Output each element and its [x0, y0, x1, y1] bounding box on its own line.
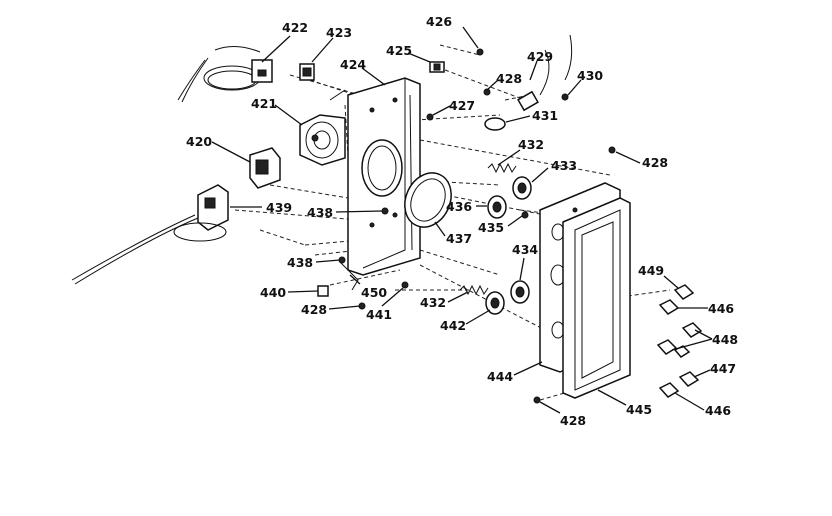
callout-436: 436 [446, 199, 472, 214]
callout-437: 437 [446, 231, 472, 246]
part-440-clip [317, 285, 329, 297]
callout-427: 427 [449, 98, 475, 113]
part-428-screw-frame-top [608, 146, 616, 154]
part-435-screw [521, 211, 529, 219]
part-425-clip [429, 61, 445, 73]
callout-421: 421 [251, 96, 277, 111]
callout-442: 442 [440, 318, 466, 333]
callout-438-upper: 438 [307, 205, 333, 220]
callout-428-top: 428 [496, 71, 522, 86]
part-430-screw [561, 93, 569, 101]
part-421-motor [299, 89, 346, 166]
part-441-screw [401, 281, 409, 289]
callout-431: 431 [532, 108, 558, 123]
callout-433: 433 [551, 158, 577, 173]
callout-430: 430 [577, 68, 603, 83]
part-437-ring [404, 172, 452, 228]
part-427-screw [426, 113, 434, 121]
part-436-washer [487, 195, 507, 219]
callout-432-top: 432 [518, 137, 544, 152]
part-442-washer [485, 291, 505, 315]
callout-445: 445 [626, 402, 652, 417]
callout-446-lower: 446 [705, 403, 731, 418]
callout-447: 447 [710, 361, 736, 376]
callout-426: 426 [426, 14, 452, 29]
callout-428-lower: 428 [301, 302, 327, 317]
callout-449: 449 [638, 263, 664, 278]
callout-439: 439 [266, 200, 292, 215]
callout-429: 429 [527, 49, 553, 64]
callout-432-lower: 432 [420, 295, 446, 310]
callout-440: 440 [260, 285, 286, 300]
part-446-knob-top [658, 299, 680, 315]
callout-435: 435 [478, 220, 504, 235]
callout-438-lower: 438 [287, 255, 313, 270]
part-428-screw-frame-bottom [533, 396, 541, 404]
callout-428-frame-top: 428 [642, 155, 668, 170]
part-424-bracket-panel [347, 77, 421, 276]
callout-425: 425 [386, 43, 412, 58]
part-446-knob-bottom [658, 382, 680, 398]
callout-448: 448 [712, 332, 738, 347]
part-450-bracket [339, 261, 359, 291]
part-433-washer [512, 176, 532, 200]
part-447-knob [678, 371, 700, 387]
callout-420: 420 [186, 134, 212, 149]
part-445-frame [562, 197, 631, 399]
part-428-screw-top [483, 88, 491, 96]
callout-428-bottom: 428 [560, 413, 586, 428]
part-431-bulb [484, 117, 506, 131]
callout-434: 434 [512, 242, 538, 257]
callout-444: 444 [487, 369, 513, 384]
part-432-spring-bottom [459, 284, 489, 296]
part-423-switch [299, 63, 315, 81]
callout-423: 423 [326, 25, 352, 40]
part-420-switch [249, 147, 281, 189]
part-426-screw [476, 48, 484, 56]
part-448-knobs [656, 322, 703, 358]
part-449-knob [673, 284, 695, 300]
callout-446-upper: 446 [708, 301, 734, 316]
part-432-spring-top [487, 162, 517, 174]
part-434-washer [510, 280, 530, 304]
callout-labels: 422 423 424 425 426 428 429 430 421 427 … [186, 14, 738, 428]
leader-lines [211, 26, 713, 414]
part-439-thermostat [71, 184, 229, 285]
part-429-lamp-socket [517, 34, 573, 112]
callout-424: 424 [340, 57, 366, 72]
part-422-coil [177, 46, 273, 103]
callout-422: 422 [282, 20, 308, 35]
callout-441: 441 [366, 307, 392, 322]
callout-450: 450 [361, 285, 387, 300]
